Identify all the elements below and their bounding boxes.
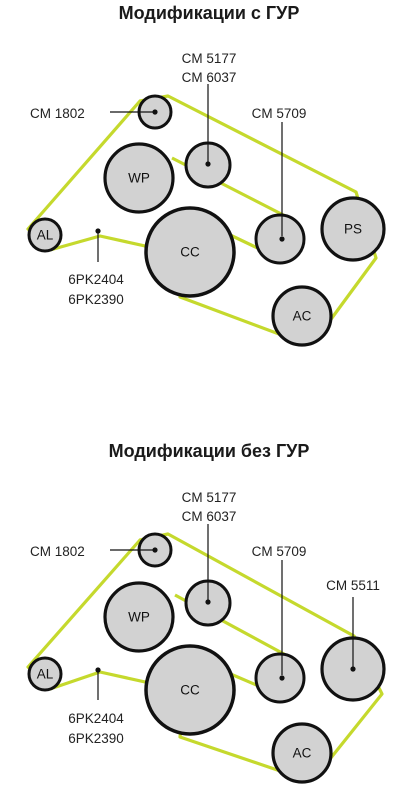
- callout-idler-far: CM 5511: [326, 578, 380, 593]
- callout-tensioner-2: CM 6037: [182, 70, 237, 85]
- power-steering-label: PS: [344, 222, 362, 237]
- ac-compressor-label: AC: [293, 746, 312, 761]
- callout-idler-top: CM 1802: [30, 544, 85, 559]
- diagram-1-pulley-labels: AL WP CC PS AC: [37, 171, 362, 324]
- callout-belt-2: 6PK2390: [68, 731, 124, 746]
- crankshaft-label: CC: [180, 683, 200, 698]
- diagram-2-callouts: CM 1802 CM 5177 CM 6037 CM 5709 CM 5511 …: [30, 490, 380, 746]
- callout-belt-2: 6PK2390: [68, 292, 124, 307]
- ac-compressor-pulley: [271, 722, 333, 784]
- diagram-2: AL WP CC AC CM 1802 CM 5177 CM 6037 CM 5…: [26, 490, 386, 784]
- diagram-2-leaders: [95, 524, 356, 700]
- callout-belt-1: 6PK2404: [68, 711, 124, 726]
- diagram-1-leaders: [95, 84, 285, 262]
- callout-idler-top: CM 1802: [30, 106, 85, 121]
- water-pump-pulley: [103, 581, 175, 653]
- callout-idler-right: CM 5709: [252, 106, 307, 121]
- power-steering-pulley: [320, 196, 386, 262]
- callout-tensioner-2: CM 6037: [182, 509, 237, 524]
- diagram-1-pulleys: [27, 94, 386, 347]
- water-pump-pulley: [103, 142, 175, 214]
- alternator-pulley: [27, 217, 63, 253]
- diagram-1-title: Модификации с ГУР: [118, 3, 300, 23]
- crankshaft-pulley: [144, 644, 236, 736]
- diagram-1-callouts: CM 1802 CM 5177 CM 6037 CM 5709 6PK2404 …: [30, 51, 306, 307]
- callout-idler-right: CM 5709: [252, 544, 307, 559]
- callout-belt-1: 6PK2404: [68, 272, 124, 287]
- callout-tensioner-1: CM 5177: [182, 490, 237, 505]
- alternator-label: AL: [37, 228, 54, 243]
- diagram-2-pulley-labels: AL WP CC AC: [37, 610, 312, 761]
- crankshaft-pulley: [144, 206, 236, 298]
- ac-compressor-pulley: [271, 285, 333, 347]
- ac-compressor-label: AC: [293, 309, 312, 324]
- water-pump-label: WP: [128, 610, 150, 625]
- callout-tensioner-1: CM 5177: [182, 51, 237, 66]
- alternator-pulley: [27, 656, 63, 692]
- crankshaft-label: CC: [180, 245, 200, 260]
- diagram-2-title: Модификации без ГУР: [108, 441, 310, 461]
- water-pump-label: WP: [128, 171, 150, 186]
- alternator-label: AL: [37, 667, 54, 682]
- diagram-2-pulleys: [27, 532, 386, 784]
- diagram-1: AL WP CC PS AC CM 1802 CM 5177 CM 6037 C…: [26, 51, 386, 347]
